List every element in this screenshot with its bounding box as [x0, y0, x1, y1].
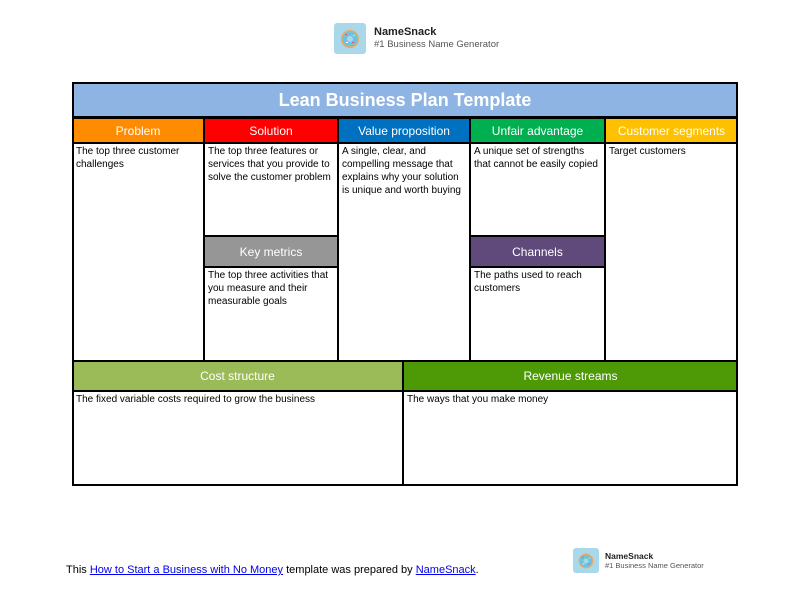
revenue-streams-body: The ways that you make money: [403, 391, 738, 486]
lean-canvas: Lean Business Plan Template Problem The …: [72, 82, 738, 486]
brand-name: NameSnack: [605, 550, 654, 561]
channels-body: The paths used to reach customers: [470, 267, 605, 361]
key-metrics-header: Key metrics: [204, 236, 338, 267]
brand-footer: NameSnack #1 Business Name Generator: [573, 548, 704, 573]
customer-segments-body: Target customers: [605, 143, 738, 361]
footer-suffix: .: [475, 564, 479, 576]
brand-name: NameSnack: [374, 25, 437, 38]
how-to-start-link[interactable]: How to Start a Business with No Money: [89, 564, 284, 576]
cost-structure-header: Cost structure: [72, 361, 403, 391]
namesnack-link[interactable]: NameSnack: [415, 564, 476, 576]
canvas-title: Lean Business Plan Template: [72, 82, 738, 118]
donut-icon: [573, 548, 599, 573]
value-proposition-header: Value proposition: [338, 118, 470, 143]
solution-body: The top three features or services that …: [204, 143, 338, 236]
unfair-advantage-header: Unfair advantage: [470, 118, 605, 143]
channels-header: Channels: [470, 236, 605, 267]
brand-header: NameSnack #1 Business Name Generator: [334, 23, 499, 54]
brand-tagline: #1 Business Name Generator: [605, 561, 704, 571]
cost-structure-body: The fixed variable costs required to gro…: [72, 391, 403, 486]
donut-icon: [334, 23, 366, 54]
revenue-streams-header: Revenue streams: [403, 361, 738, 391]
problem-body: The top three customer challenges: [72, 143, 204, 361]
brand-tagline: #1 Business Name Generator: [374, 39, 500, 51]
key-metrics-body: The top three activities that you measur…: [204, 267, 338, 361]
footer-note: This How to Start a Business with No Mon…: [66, 564, 479, 576]
problem-header: Problem: [72, 118, 204, 143]
customer-segments-header: Customer segments: [605, 118, 738, 143]
unfair-advantage-body: A unique set of strengths that cannot be…: [470, 143, 605, 236]
footer-prefix: This: [66, 564, 90, 576]
value-proposition-body: A single, clear, and compelling message …: [338, 143, 470, 361]
solution-header: Solution: [204, 118, 338, 143]
footer-middle: template was prepared by: [283, 564, 416, 576]
